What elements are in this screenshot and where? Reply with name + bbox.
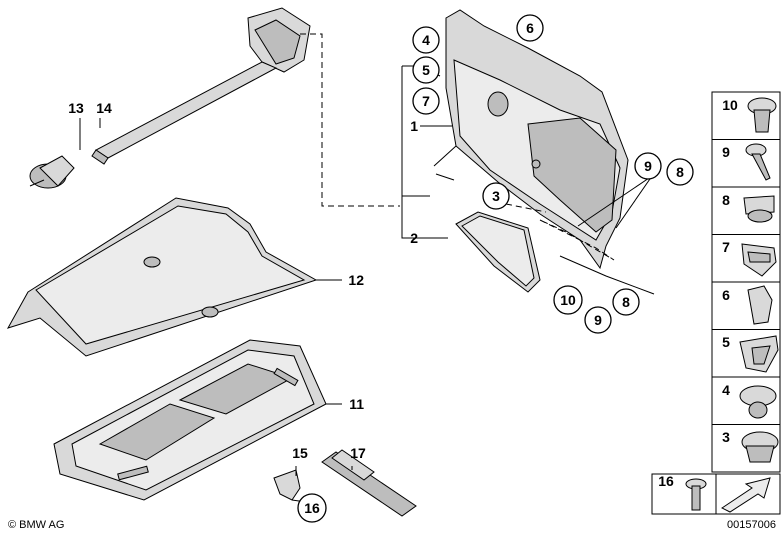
strap-part-17 (321, 449, 417, 517)
expanding-nut-icon (739, 385, 777, 419)
callout-5: 5 (412, 56, 440, 84)
label-17: 17 (350, 445, 366, 461)
callout-8a: 8 (666, 158, 694, 186)
callout-9b: 9 (584, 306, 612, 334)
screw-icon (745, 143, 771, 181)
callout-10: 10 (553, 285, 583, 315)
rod-part-14 (91, 7, 311, 165)
callout-3: 3 (482, 182, 510, 210)
spring-clip-icon (747, 285, 773, 325)
rivet-icon (747, 97, 777, 133)
arrow-icon (721, 477, 771, 513)
image-number: 00157006 (727, 519, 776, 531)
callout-8a-label: 8 (676, 164, 684, 180)
parts-panel: 10 9 8 7 6 5 4 3 (711, 91, 781, 473)
callout-9b-label: 9 (594, 312, 602, 328)
callout-16: 16 (297, 493, 327, 523)
callout-7-label: 7 (422, 93, 430, 109)
callout-5-label: 5 (422, 62, 430, 78)
panel-label-8: 8 (722, 192, 730, 208)
callout-4-label: 4 (422, 32, 430, 48)
callout-9a: 9 (634, 152, 662, 180)
callout-6: 6 (516, 14, 544, 42)
floor-board-part-12 (6, 197, 318, 357)
plug-icon (743, 195, 775, 223)
panel-label-6: 6 (722, 287, 730, 303)
storage-tray-part-11 (53, 339, 327, 501)
label-2: 2 (410, 230, 418, 246)
bottom-box-label-16: 16 (658, 473, 674, 489)
bolt-icon (685, 478, 707, 511)
label-11: 11 (349, 396, 364, 412)
callout-7: 7 (412, 87, 440, 115)
label-1: 1 (410, 118, 418, 134)
callout-10-label: 10 (560, 292, 576, 308)
label-15: 15 (292, 445, 308, 461)
callout-8b: 8 (612, 288, 640, 316)
bottom-parts-box: 16 (651, 473, 781, 515)
label-12: 12 (348, 272, 364, 288)
bracket-part-15 (273, 469, 301, 501)
push-clip-icon (739, 335, 779, 373)
callout-4: 4 (412, 26, 440, 54)
panel-label-5: 5 (722, 334, 730, 350)
side-trim-part-1 (445, 9, 629, 270)
callout-3-label: 3 (492, 188, 500, 204)
callout-8b-label: 8 (622, 294, 630, 310)
panel-label-10: 10 (722, 97, 738, 113)
callout-6-label: 6 (526, 20, 534, 36)
callout-9a-label: 9 (644, 158, 652, 174)
panel-label-9: 9 (722, 144, 730, 160)
clip-icon (741, 243, 777, 277)
callout-16-label: 16 (304, 500, 320, 516)
label-13: 13 (68, 100, 84, 116)
panel-label-3: 3 (722, 429, 730, 445)
cover-part-2 (455, 211, 541, 293)
panel-label-7: 7 (722, 239, 730, 255)
grommet-icon (741, 431, 779, 463)
copyright-text: © BMW AG (8, 519, 64, 531)
label-14: 14 (96, 100, 112, 116)
panel-label-4: 4 (722, 382, 730, 398)
